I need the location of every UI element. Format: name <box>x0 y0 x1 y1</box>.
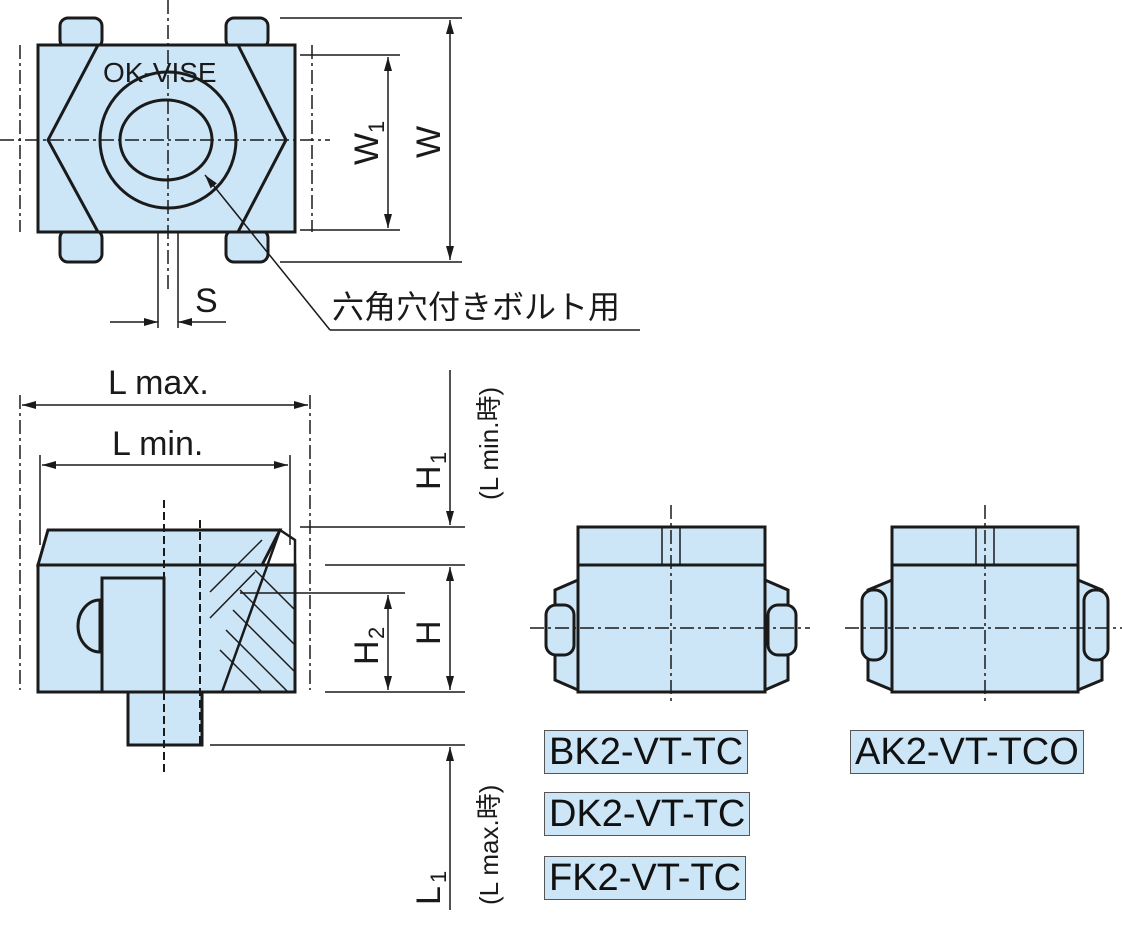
top-view: OK-VISE W 1 W S 六角穴付きボルト用 <box>0 0 640 331</box>
dim-h: H <box>410 620 448 645</box>
dim-l-min: L min. <box>112 425 203 463</box>
dim-s: S <box>195 282 218 320</box>
dim-h2-sub: 2 <box>364 627 389 639</box>
dim-w1-sub: 1 <box>364 121 389 133</box>
front-view-bk <box>530 505 810 705</box>
dim-l-max: L max. <box>108 364 209 402</box>
front-view-ak <box>845 505 1122 705</box>
brand-label: OK-VISE <box>103 57 217 88</box>
dim-h1-sub: 1 <box>426 452 451 464</box>
dim-l1-sub: 1 <box>426 871 451 883</box>
dim-l1-note: (L max.時) <box>474 785 504 905</box>
dim-w: W <box>410 126 448 158</box>
dim-w1: W <box>348 133 386 165</box>
side-view: L max. L min. H 1 <box>19 364 504 910</box>
model-label-bk: BK2-VT-TC <box>544 730 749 774</box>
model-label-dk: DK2-VT-TC <box>544 792 751 836</box>
dim-h1-note: (L min.時) <box>474 387 504 500</box>
model-label-ak: AK2-VT-TCO <box>850 730 1084 774</box>
dim-h2: H <box>348 640 386 665</box>
dim-h1: H <box>410 465 448 490</box>
model-label-fk: FK2-VT-TC <box>544 856 747 900</box>
callout-hex-bolt: 六角穴付きボルト用 <box>332 289 620 325</box>
dim-l1: L <box>410 886 448 905</box>
